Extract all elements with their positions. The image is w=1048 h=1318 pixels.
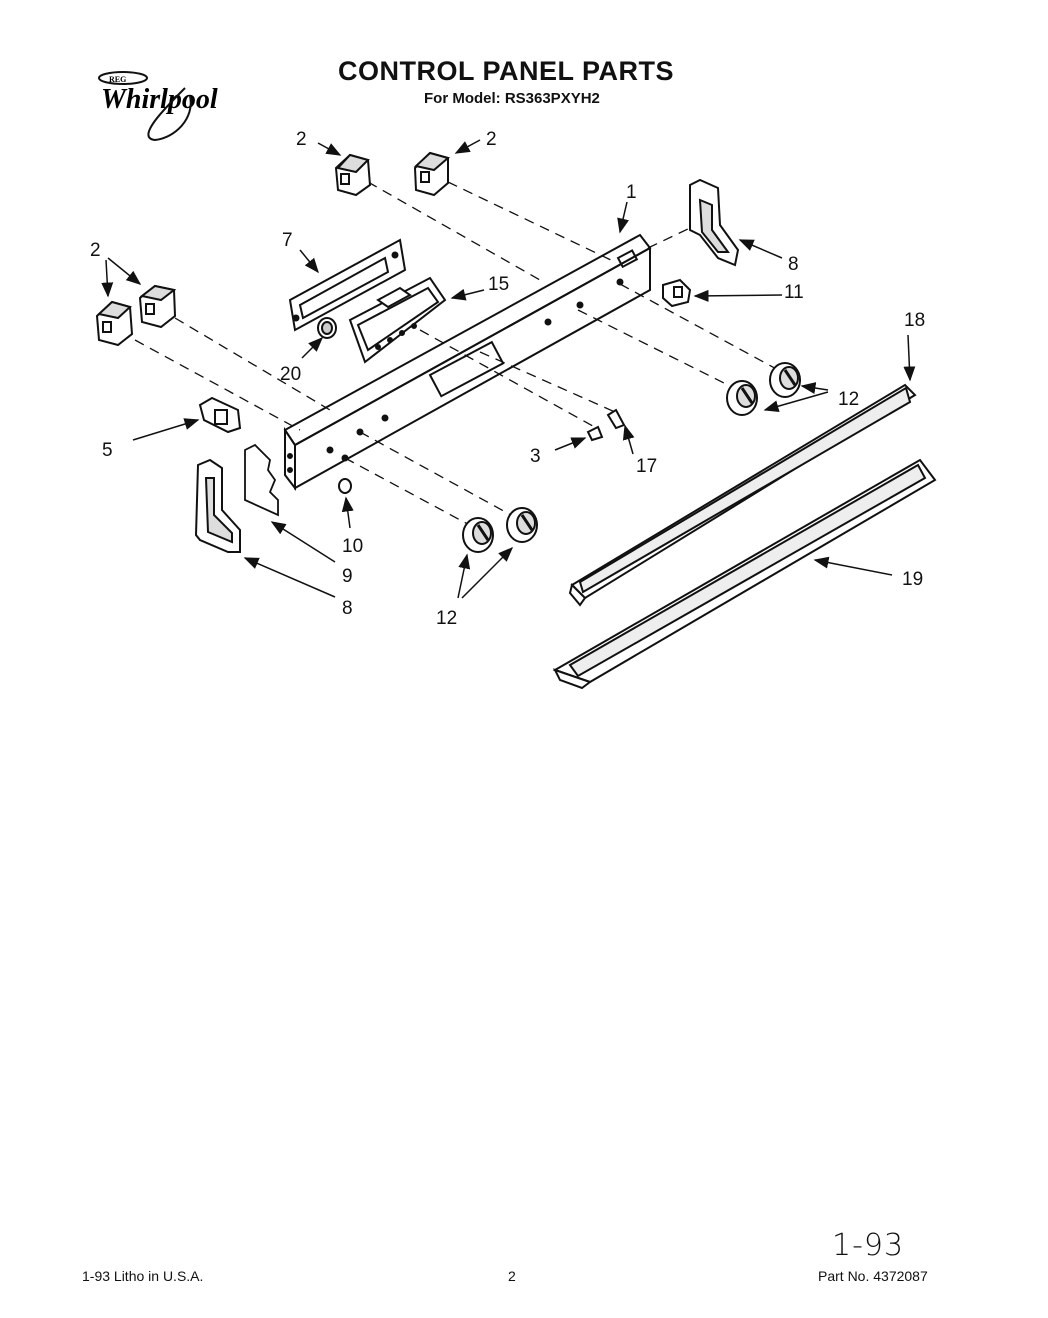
callout-12: 12 [436,608,457,629]
callout-12: 12 [838,389,859,410]
trim-part-19 [552,458,937,690]
switch-part-11 [662,278,692,308]
page-number: 2 [508,1268,516,1284]
callout-8: 8 [342,598,353,619]
model-subtitle: For Model: RS363PXYH2 [424,90,600,107]
end-cap-parts [194,178,740,553]
callout-20: 20 [280,364,301,385]
bracket-part-9 [244,443,279,517]
callout-11: 11 [784,282,804,303]
callout-17: 17 [636,456,657,477]
plug-part-10 [338,478,352,494]
bracket-part-7 [288,238,407,332]
brand-wordmark: Whirlpool [101,84,218,115]
callout-1: 1 [626,182,637,203]
callout-2: 2 [296,129,307,150]
callout-15: 15 [488,274,509,295]
callout-2: 2 [486,129,497,150]
clip-parts [95,151,451,347]
knob-parts [462,362,801,553]
callout-5: 5 [102,440,113,461]
trim-part-18 [568,383,917,607]
callout-2: 2 [90,240,101,261]
screw-parts [586,408,626,442]
clock-display-part [348,276,447,364]
callout-10: 10 [342,536,363,557]
callout-18: 18 [904,310,925,331]
button-part-20 [317,317,337,339]
callout-7: 7 [282,230,293,251]
callout-3: 3 [530,446,541,467]
callout-19: 19 [902,569,923,590]
leader-arrows [101,139,916,599]
litho-note: 1-93 Litho in U.S.A. [82,1268,204,1284]
svg-text:REG: REG [109,75,126,84]
whirlpool-logo: REG Whirlpool [95,68,255,148]
assembly-lines [134,181,783,529]
switch-part-5 [198,396,242,434]
control-panel-part [283,233,652,491]
handwritten-note: 1-93 [832,1228,905,1263]
callout-9: 9 [342,566,353,587]
callout-8: 8 [788,254,799,275]
page-title: CONTROL PANEL PARTS [338,56,675,86]
part-number: Part No. 4372087 [818,1268,928,1284]
